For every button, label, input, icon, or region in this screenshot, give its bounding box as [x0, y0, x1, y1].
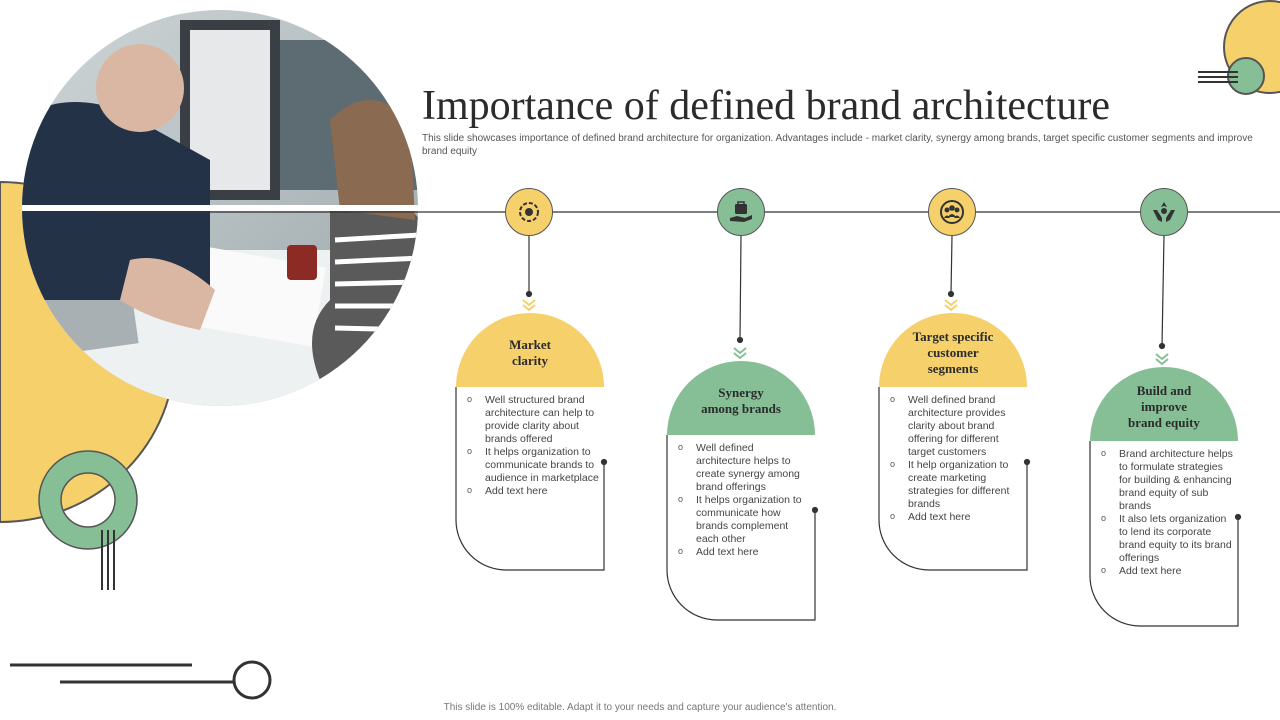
- card-bullets-synergy: Well defined architecture helps to creat…: [678, 441, 810, 559]
- list-item: Add text here: [678, 545, 810, 559]
- list-item: Add text here: [1101, 564, 1233, 578]
- card-outlines: [455, 387, 1242, 627]
- list-item: It also lets organization to lend its co…: [1101, 512, 1233, 565]
- bottom-left-lines: [10, 660, 272, 700]
- office-photo: [22, 10, 418, 406]
- list-item: It helps organization to communicate bra…: [467, 445, 599, 485]
- list-item: Well defined brand architecture provides…: [890, 393, 1022, 459]
- list-item: Well structured brand architecture can h…: [467, 393, 599, 446]
- list-item: Add text here: [890, 510, 1022, 524]
- chevrons: [522, 299, 1169, 366]
- green-ring: [39, 451, 137, 549]
- card-bullets-brand-equity: Brand architecture helps to formulate st…: [1101, 447, 1233, 578]
- page-subtitle: This slide showcases importance of defin…: [422, 133, 1253, 157]
- footer-note: This slide is 100% editable. Adapt it to…: [443, 702, 837, 713]
- list-item: It helps organization to communicate how…: [678, 493, 810, 546]
- connectors: [525, 235, 1166, 350]
- hands-growth-icon: [1140, 188, 1188, 236]
- card-bullets-market-clarity: Well structured brand architecture can h…: [467, 393, 599, 498]
- card-bullets-target-segments: Well defined brand architecture provides…: [890, 393, 1022, 524]
- briefcase-hand-icon: [717, 188, 765, 236]
- page-title: Importance of defined brand architecture: [422, 83, 1110, 129]
- list-item: Add text here: [467, 484, 599, 498]
- list-item: It help organization to create marketing…: [890, 458, 1022, 511]
- vertical-lines: [101, 530, 115, 590]
- list-item: Well defined architecture helps to creat…: [678, 441, 810, 494]
- list-item: Brand architecture helps to formulate st…: [1101, 447, 1233, 513]
- green-ring-outline: [38, 450, 138, 550]
- target-group-icon: [928, 188, 976, 236]
- clarity-gear-icon: [505, 188, 553, 236]
